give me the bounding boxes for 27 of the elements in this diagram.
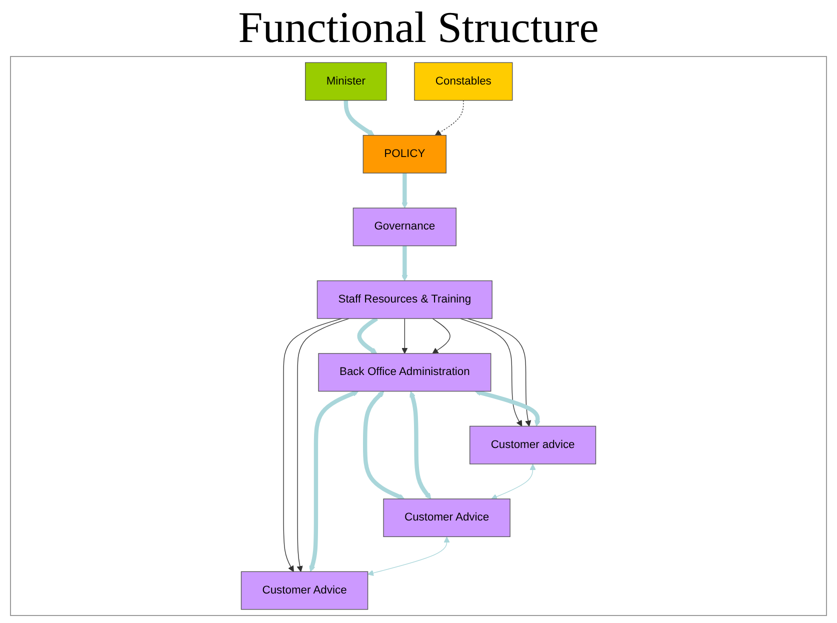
arrow: [283, 318, 342, 572]
node-box: Governance: [352, 208, 456, 246]
arrow: [460, 318, 522, 426]
node-box: POLICY: [362, 134, 447, 174]
arrow: [474, 390, 540, 426]
arrow: [434, 100, 464, 136]
node-box: Constables: [414, 62, 513, 101]
arrow: [368, 536, 450, 576]
arrow: [344, 100, 374, 136]
arrow: [362, 391, 405, 500]
arrow: [402, 246, 408, 282]
arrow: [467, 318, 532, 426]
node-box: Customer Advice: [240, 571, 368, 610]
arrow: [410, 391, 432, 500]
arrow: [309, 390, 359, 572]
arrow: [432, 318, 450, 354]
arrow: [357, 316, 378, 354]
node-box: Customer advice: [470, 426, 596, 464]
arrow: [402, 173, 408, 208]
node-box: Customer Advice: [383, 498, 510, 538]
arrow: [402, 318, 408, 354]
node-box: Back Office Administration: [318, 353, 492, 392]
arrow: [296, 318, 350, 572]
diagram-title: Functional Structure: [237, 2, 600, 54]
node-box: Minister: [305, 62, 387, 101]
arrow: [491, 464, 536, 500]
node-box: Staff Resources & Training: [316, 280, 492, 319]
